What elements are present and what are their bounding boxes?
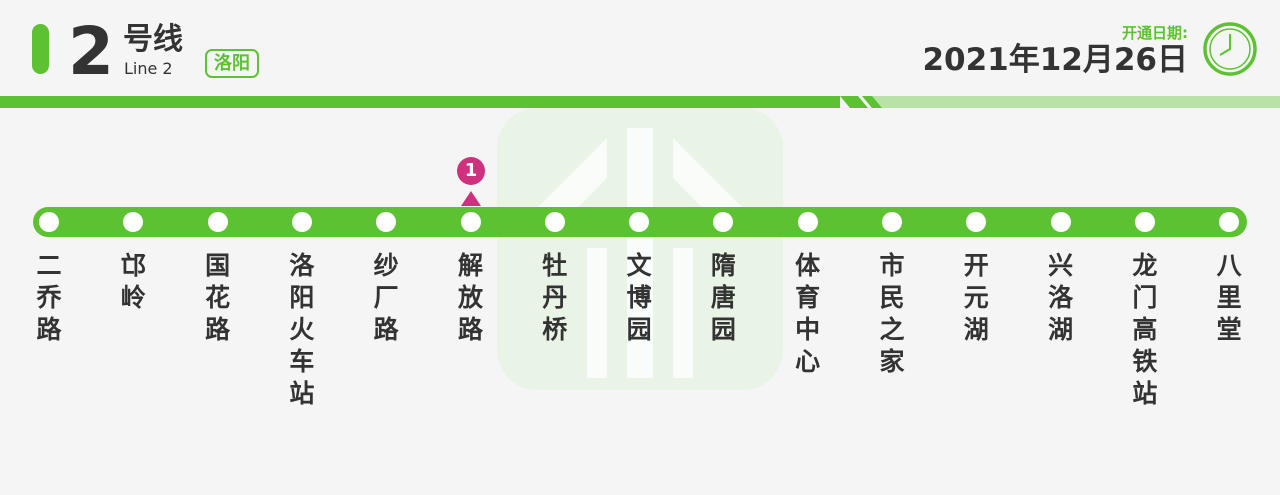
station-dot[interactable] [1219,212,1240,232]
station-name: 邙岭 [120,251,146,312]
station-name: 牡丹桥 [542,251,568,344]
station-dot[interactable] [544,212,565,232]
station-name: 国花路 [205,251,231,344]
station-dot[interactable] [882,212,902,232]
city-badge: 洛阳 [205,49,259,78]
station-name: 市民之家 [879,251,905,376]
station-name: 八里堂 [1216,251,1242,344]
station-dot[interactable] [629,212,650,232]
watermark-logo-shape [537,128,743,378]
divider-stripes [840,96,1280,108]
station-dot[interactable] [376,212,397,232]
station-name: 隋唐园 [710,251,736,344]
clock-icon [1203,22,1257,76]
station-dot[interactable] [460,212,481,232]
station-dot[interactable] [207,212,228,232]
station-name: 洛阳火车站 [289,251,315,408]
station-dot[interactable] [797,212,818,232]
station-dot[interactable] [39,212,59,232]
station-dot[interactable] [966,212,987,232]
station-name: 解放路 [457,251,483,344]
station-name: 龙门高铁站 [1132,251,1158,408]
station-name: 文博园 [626,251,652,344]
station-dot[interactable] [713,212,734,232]
header-divider [0,96,840,108]
open-date: 2021年12月26日 [922,42,1188,78]
station-dot[interactable] [291,212,312,232]
station-name: 体育中心 [795,251,821,376]
line-label-cn: 号线 [123,22,183,57]
transfer-badge-line-1: 1 [457,157,485,185]
line-color-marker [32,24,49,74]
station-dot[interactable] [123,212,144,232]
line-number: 2 [68,13,114,90]
station-name: 纱厂路 [373,251,399,344]
station-name: 开元湖 [963,251,989,344]
station-dot[interactable] [1134,212,1155,232]
station-dot[interactable] [1050,212,1071,232]
line-label-en: Line 2 [124,59,173,78]
open-date-label: 开通日期: [1122,24,1188,42]
transfer-pointer [461,191,481,206]
station-name: 二乔路 [36,251,62,344]
station-name: 兴洛湖 [1048,251,1074,344]
